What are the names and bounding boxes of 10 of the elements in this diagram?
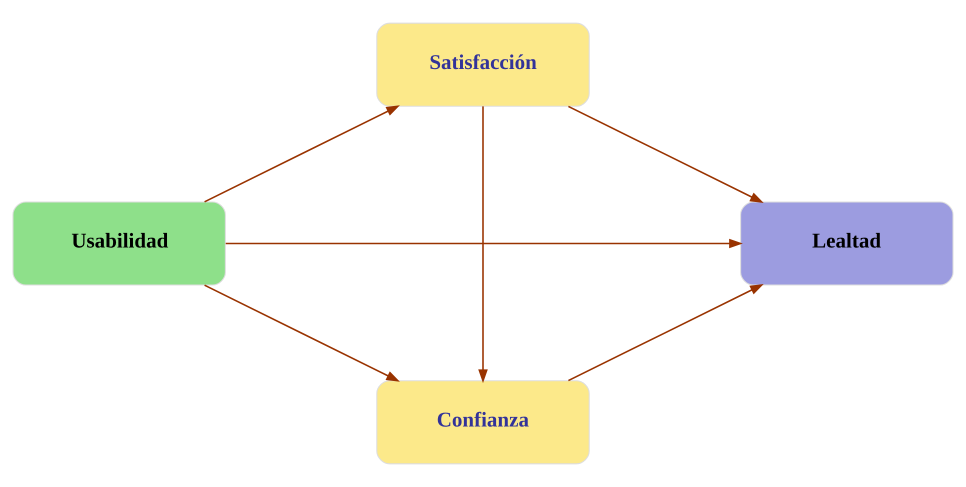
node-box: Lealtad (740, 201, 954, 286)
arrow (204, 284, 400, 382)
node-box: Confianza (376, 380, 590, 464)
arrow (568, 106, 764, 203)
arrow (226, 238, 743, 248)
arrow (204, 105, 400, 203)
arrow (478, 106, 488, 384)
node-box: Satisfacción (376, 22, 590, 107)
arrow (568, 284, 764, 382)
node-box: Usabilidad (12, 201, 226, 286)
